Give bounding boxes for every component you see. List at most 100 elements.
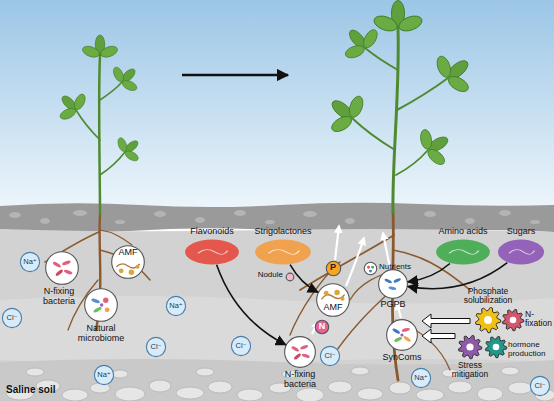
microbe-detail: [62, 260, 71, 266]
node-outline: [85, 289, 118, 322]
node-outline: [411, 368, 430, 387]
gear-outline: [485, 336, 506, 357]
node-label: Flavonoids: [172, 227, 252, 237]
roots: [45, 212, 470, 380]
node-label: Cl⁻: [320, 346, 340, 366]
marker-dot: Nodule: [286, 273, 294, 281]
ion-circle: Na⁺: [166, 296, 186, 316]
function-gear: hormone production: [485, 336, 507, 358]
function-gear: Stress mitigation: [458, 335, 482, 359]
microbe-detail: [105, 307, 110, 312]
gear-outline: [475, 307, 500, 332]
microbe-circle: N-fixing bacteria: [45, 251, 79, 285]
microbe-circle: PGPB: [378, 269, 408, 299]
node-outline: [185, 240, 239, 265]
node-label: Na⁺: [166, 296, 186, 316]
node-label: PGPB: [375, 300, 411, 310]
node-shape: [502, 309, 524, 331]
node-outline: [231, 336, 250, 355]
node-outline: [436, 240, 490, 265]
exudate-ellipse: Flavonoids: [184, 239, 240, 265]
microbe-detail: [91, 298, 100, 304]
soil-layer: [0, 229, 554, 401]
plant-stems: [76, 28, 448, 214]
node-outline: [326, 261, 340, 275]
microbe-detail: [392, 328, 401, 335]
node-outline: [286, 273, 294, 281]
node-label: Cl⁻: [146, 337, 166, 357]
microbe-detail: [129, 269, 134, 274]
ion-circle: Cl⁻: [320, 346, 340, 366]
node-label: Cl⁻: [231, 336, 251, 356]
node-outline: [320, 346, 339, 365]
molecule-mark: [198, 250, 228, 255]
node-label: Natural microbiome: [73, 324, 129, 344]
influence-arrow: [217, 265, 286, 345]
molecule-mark: [269, 250, 300, 255]
node-label: N-fixation: [525, 310, 554, 329]
node-label: SynComs: [380, 353, 424, 363]
node-label: Na⁺: [94, 365, 114, 385]
node-outline: [315, 320, 328, 333]
ion-circle: Cl⁻: [231, 336, 251, 356]
growth-arrow: [182, 74, 288, 77]
microbe-detail: [334, 290, 339, 295]
soil-layer: [0, 296, 554, 365]
microbe-detail: [384, 278, 392, 284]
molecule-mark: [509, 250, 534, 255]
gear-hole: [493, 344, 500, 351]
node-label: N: [315, 320, 329, 334]
node-label: N-fixing bacteria: [35, 287, 83, 307]
node-shape: [497, 239, 545, 265]
node-label: Cl⁻: [530, 376, 550, 396]
exudate-ellipse: Sugars: [497, 239, 545, 265]
soil-label: Saline soil: [6, 384, 55, 395]
microbe-detail: [103, 298, 108, 303]
microbe-detail: [55, 269, 64, 277]
influence-arrow: [408, 263, 508, 289]
microbe-detail: [393, 277, 401, 283]
node-shape: [254, 239, 312, 265]
influence-arrow: [290, 265, 318, 293]
node-shape: [386, 319, 418, 351]
node-shape: [435, 239, 491, 265]
node-outline: [379, 270, 408, 299]
ion-circle: Na⁺: [20, 252, 40, 272]
gear-hole: [466, 343, 473, 350]
microbe-circle: SynComs: [386, 319, 418, 351]
exudate-ellipse: Amino acids: [435, 239, 491, 265]
node-outline: [530, 376, 549, 395]
function-gear: Phosphate solubilization: [475, 307, 501, 333]
element-badge: N: [315, 320, 329, 334]
ion-circle: Cl⁻: [2, 308, 22, 328]
node-label: Cl⁻: [2, 308, 22, 328]
element-badge: P: [326, 261, 341, 276]
influence-arrow: [408, 264, 450, 282]
microbe-detail: [116, 264, 139, 268]
gear-hole: [484, 316, 492, 324]
node-label: Nodule: [243, 271, 283, 280]
microbe-detail: [340, 297, 344, 301]
marker-dot: Nutrients: [364, 262, 377, 275]
topsoil-pebbles: [9, 210, 540, 224]
node-shape: [378, 269, 408, 299]
node-shape: [184, 239, 240, 265]
microbe-detail: [291, 345, 300, 352]
node-outline: [498, 240, 544, 265]
node-outline: [364, 262, 376, 274]
ion-circle: Na⁺: [411, 368, 431, 388]
node-outline: [112, 246, 145, 279]
node-label: AMF: [113, 248, 143, 258]
node-outline: [317, 284, 350, 317]
node-outline: [166, 296, 185, 315]
node-shape: [284, 336, 316, 368]
node-label: AMF: [318, 303, 348, 313]
microbe-circle: AMF: [316, 283, 350, 317]
microbe-detail: [367, 265, 370, 268]
gear-hole: [510, 317, 517, 324]
microbe-detail: [52, 261, 61, 268]
node-shape: [84, 288, 118, 322]
ion-circle: Cl⁻: [146, 337, 166, 357]
microbe-circle: N-fixing bacteria: [284, 336, 316, 368]
